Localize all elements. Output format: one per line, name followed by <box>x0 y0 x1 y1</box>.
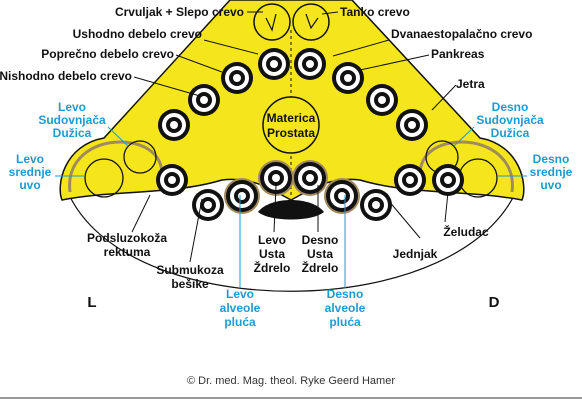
label-desno-alv-2: alveole <box>325 301 366 315</box>
label-desno-sud-1: Desno <box>492 100 529 114</box>
top-right-circle <box>293 4 329 40</box>
target-jednjak <box>360 189 392 221</box>
target-dvanaest <box>332 62 364 94</box>
label-levo-alv-2: alveole <box>220 301 261 315</box>
label-desno-uvo-2: srednje <box>530 165 573 179</box>
target-zeludac <box>394 164 426 196</box>
label-desno-usta-2: Usta <box>307 247 333 261</box>
target-rektum <box>156 164 188 196</box>
label-jetra: Jetra <box>456 77 485 91</box>
label-side-right: D <box>489 294 500 311</box>
label-levo-alv-1: Levo <box>226 287 254 301</box>
label-jednjak: Jednjak <box>393 247 438 261</box>
label-rektuma: rektuma <box>104 245 151 259</box>
target-right-lateral <box>432 164 464 196</box>
label-prostata: Prostata <box>267 126 315 140</box>
label-desno-alv-3: pluća <box>329 315 361 329</box>
label-desno-sud-2: Sudovnjača <box>476 113 544 127</box>
target-jetra <box>396 109 428 141</box>
label-pankreas: Pankreas <box>431 47 485 61</box>
label-levo-alv-3: pluća <box>224 315 256 329</box>
target-pankreas <box>366 84 398 116</box>
label-tanko: Tanko crevo <box>340 5 410 19</box>
label-levo-sud-3: Dužica <box>53 126 92 140</box>
label-desno-alv-1: Desno <box>327 287 364 301</box>
label-levo-uvo-3: uvo <box>19 178 40 192</box>
target-ushodno <box>221 62 253 94</box>
target-alveole-left <box>224 178 260 214</box>
label-levo-uvo-1: Levo <box>16 152 44 166</box>
target-poprecno <box>188 84 220 116</box>
target-tanko-right <box>294 48 326 80</box>
label-poprecno: Poprečno debelo crevo <box>41 47 174 61</box>
label-crvuljak: Crvuljak + Slepo crevo <box>115 5 244 19</box>
label-desno-usta-1: Desno <box>302 233 339 247</box>
target-alveole-right <box>324 178 360 214</box>
label-zeludac: Želudac <box>443 224 489 239</box>
label-desno-usta-3: Ždrelo <box>302 260 339 275</box>
label-materica: Materica <box>267 111 316 125</box>
label-levo-sud-2: Sudovnjača <box>38 113 106 127</box>
target-besika <box>192 189 224 221</box>
label-levo-sud-1: Levo <box>58 100 86 114</box>
label-ushodno: Ushodno debelo crevo <box>73 27 202 41</box>
label-submukoza: Submukoza <box>156 263 224 277</box>
label-desno-uvo-3: uvo <box>540 178 561 192</box>
label-podsluzokoza: Podsluzokoža <box>87 231 167 245</box>
label-besike: bešike <box>171 277 209 291</box>
top-left-circle <box>254 4 290 40</box>
label-side-left: L <box>87 294 96 311</box>
label-levo-uvo-2: srednje <box>9 165 52 179</box>
target-nishodno <box>158 109 190 141</box>
materica-circle <box>263 97 319 153</box>
label-nishodno: Nishodno debelo crevo <box>0 69 132 83</box>
target-usta-right <box>292 160 328 196</box>
label-desno-uvo-1: Desno <box>533 152 570 166</box>
label-dvanaest: Dvanaestopalačno crevo <box>391 27 532 41</box>
label-levo-usta-1: Levo <box>258 233 286 247</box>
copyright-text: © Dr. med. Mag. theol. Ryke Geerd Hamer <box>187 375 395 387</box>
label-desno-sud-3: Dužica <box>491 126 530 140</box>
label-levo-usta-3: Ždrelo <box>254 260 291 275</box>
target-tanko-left <box>258 48 290 80</box>
label-levo-usta-2: Usta <box>259 247 285 261</box>
